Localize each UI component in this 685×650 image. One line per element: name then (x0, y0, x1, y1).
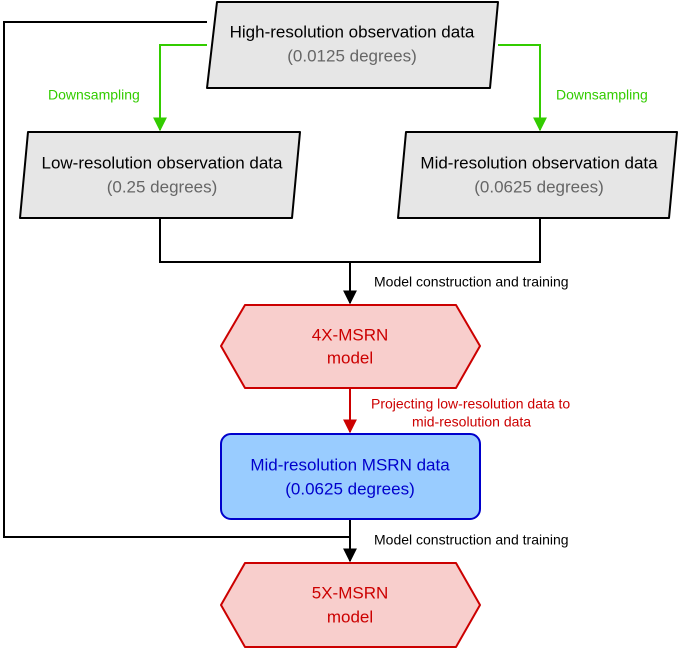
node-4x-msrn: 4X-MSRN model (220, 304, 481, 389)
node-low-res-title: Low-resolution observation data (42, 153, 284, 172)
node-high-res-degrees: (0.0125 degrees) (287, 46, 416, 65)
label-projecting-line1: Projecting low-resolution data to (371, 396, 570, 412)
node-high-res: High-resolution observation data (0.0125… (206, 1, 499, 89)
node-high-res-title: High-resolution observation data (230, 22, 475, 41)
edge-labels: Downsampling Downsampling Model construc… (48, 87, 648, 548)
edge-high-bypass (3, 21, 350, 538)
node-low-res-degrees: (0.25 degrees) (107, 177, 218, 196)
node-msrn-data-title: Mid-resolution MSRN data (250, 455, 450, 474)
node-mid-res: Mid-resolution observation data (0.0625 … (397, 131, 678, 219)
node-mid-res-degrees: (0.0625 degrees) (474, 177, 603, 196)
edge-high-to-low (153, 44, 207, 132)
node-msrn-data: Mid-resolution MSRN data (0.0625 degrees… (220, 433, 481, 520)
node-4x-msrn-title: 4X-MSRN (312, 325, 389, 344)
label-training-2: Model construction and training (374, 532, 569, 548)
node-5x-msrn-subtitle: model (327, 607, 373, 626)
label-training-1: Model construction and training (374, 274, 569, 290)
node-mid-res-shape (397, 131, 678, 219)
node-low-res-shape (19, 131, 301, 219)
edge-low-to-merge (159, 218, 350, 263)
label-downsampling-left: Downsampling (48, 87, 140, 103)
edge-mid-to-merge (350, 218, 541, 263)
node-mid-res-title: Mid-resolution observation data (420, 153, 658, 172)
edges (3, 21, 547, 563)
node-5x-msrn: 5X-MSRN model (220, 562, 481, 648)
node-4x-msrn-shape (220, 304, 481, 389)
edge-high-to-mid (498, 44, 547, 132)
node-4x-msrn-subtitle: model (327, 348, 373, 367)
node-5x-msrn-title: 5X-MSRN (312, 583, 389, 602)
label-projecting-line2: mid-resolution data (412, 414, 531, 430)
label-downsampling-right: Downsampling (556, 87, 648, 103)
node-high-res-shape (206, 1, 499, 89)
node-low-res: Low-resolution observation data (0.25 de… (19, 131, 301, 219)
node-msrn-data-degrees: (0.0625 degrees) (285, 479, 414, 498)
node-msrn-data-shape (220, 433, 481, 520)
node-5x-msrn-shape (220, 562, 481, 648)
